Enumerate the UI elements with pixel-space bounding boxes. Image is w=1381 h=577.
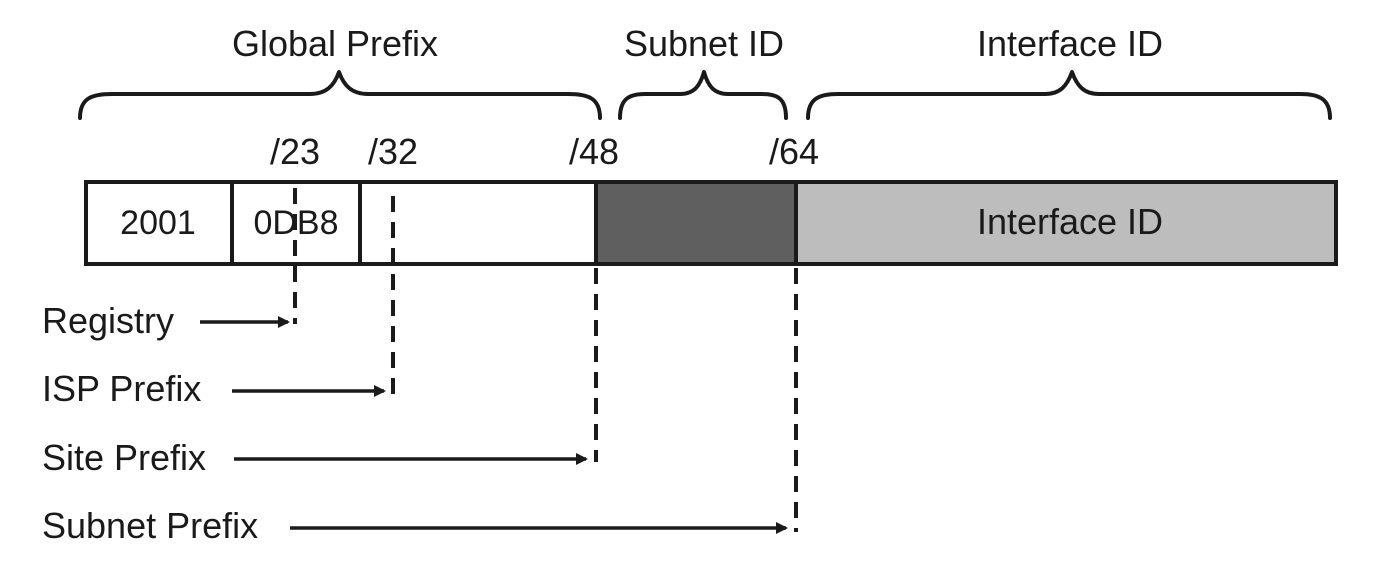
subnet-id-brace bbox=[618, 70, 788, 120]
registry-label: Registry bbox=[42, 300, 174, 341]
global-prefix-brace bbox=[78, 70, 602, 120]
address-bar-outline bbox=[84, 180, 1338, 266]
interface-id-text: Interface ID bbox=[977, 201, 1163, 242]
global-prefix-label: Global Prefix bbox=[232, 23, 438, 64]
prefix-32-label: /32 bbox=[368, 131, 418, 172]
segment-2001-text: 2001 bbox=[120, 204, 196, 242]
site-prefix-label: Site Prefix bbox=[42, 437, 206, 478]
subnet-prefix-label: Subnet Prefix bbox=[42, 505, 258, 546]
prefix-64-label: /64 bbox=[769, 131, 819, 172]
subnet-id-segment bbox=[596, 182, 796, 264]
interface-id-segment bbox=[796, 182, 1336, 264]
interface-id-brace-label: Interface ID bbox=[977, 23, 1163, 64]
interface-id-brace bbox=[806, 70, 1332, 120]
prefix-23-label: /23 bbox=[270, 131, 320, 172]
isp-prefix-label: ISP Prefix bbox=[42, 368, 201, 409]
subnet-id-label: Subnet ID bbox=[624, 23, 784, 64]
prefix-48-label: /48 bbox=[569, 131, 619, 172]
global-prefix-segment bbox=[86, 182, 596, 264]
